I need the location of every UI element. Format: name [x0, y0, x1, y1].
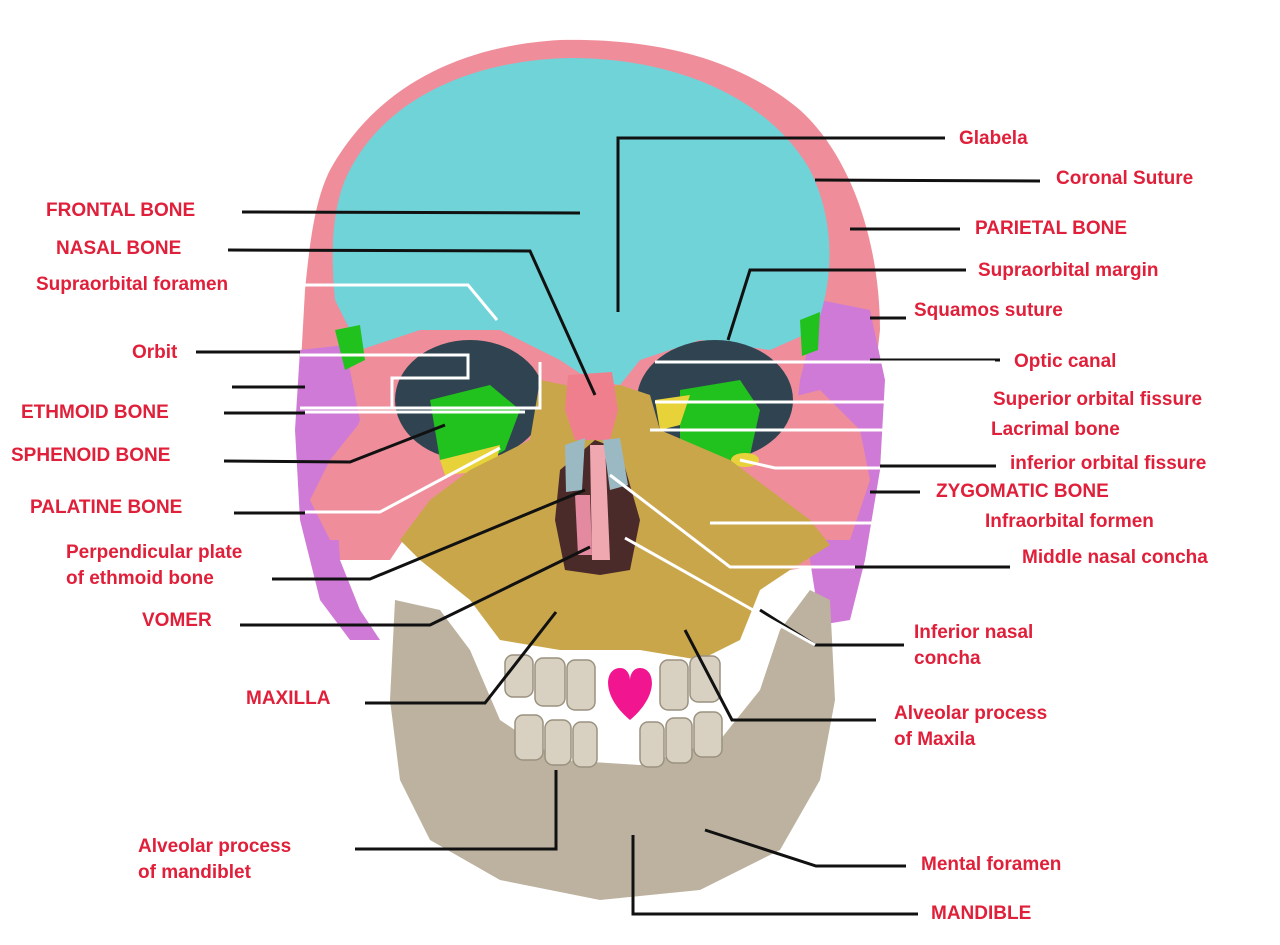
label-optic-canal: Optic canal: [1014, 351, 1117, 372]
label-sphenoid-bone: SPHENOID BONE: [11, 445, 171, 466]
label-frontal-bone: FRONTAL BONE: [46, 200, 196, 221]
teeth: [504, 654, 723, 768]
label-superior-orbital-fissure: Superior orbital fissure: [993, 389, 1203, 410]
label-lacrimal-bone: Lacrimal bone: [991, 419, 1120, 440]
right-sphenoid-green: [800, 312, 820, 356]
heart-icon: [608, 668, 652, 720]
left-sphenoid-green: [335, 325, 365, 370]
label-parietal-bone: PARIETAL BONE: [975, 218, 1128, 239]
label-alveolar-mandible: Alveolar process of mandiblet: [138, 836, 292, 883]
label-middle-nasal-concha: Middle nasal concha: [1022, 547, 1208, 568]
label-supraorbital-margin: Supraorbital margin: [978, 260, 1159, 281]
label-glabela: Glabela: [959, 128, 1028, 149]
label-inferior-orbital-fissure: inferior orbital fissure: [1010, 453, 1207, 474]
mandible-region: [390, 590, 835, 900]
vomer-pink: [575, 495, 592, 555]
label-nasal-bone: NASAL BONE: [56, 238, 182, 259]
label-perpendicular-plate: Perpendicular plate of ethmoid bone: [66, 542, 243, 589]
label-inferior-nasal-concha: Inferior nasal concha: [914, 622, 1034, 669]
left-concha: [565, 438, 585, 492]
leader-lines-light: [293, 283, 995, 647]
temporal-left-region: [295, 345, 380, 640]
label-zygomatic-bone: ZYGOMATIC BONE: [936, 481, 1109, 502]
label-coronal-suture: Coronal Suture: [1056, 168, 1194, 189]
label-palatine-bone: PALATINE BONE: [30, 497, 183, 518]
label-infraorbital-formen: Infraorbital formen: [985, 511, 1154, 532]
frontal-bone-region: [332, 58, 830, 385]
label-squamos-suture: Squamos suture: [914, 300, 1063, 321]
label-maxilla: MAXILLA: [246, 688, 331, 709]
label-ethmoid-bone: ETHMOID BONE: [21, 402, 169, 423]
nasal-bone-region: [565, 372, 618, 440]
label-alveolar-maxila: Alveolar process of Maxila: [894, 703, 1048, 750]
right-concha: [603, 438, 628, 490]
label-vomer: VOMER: [142, 610, 212, 631]
right-yellow-accent: [655, 395, 690, 430]
septum: [590, 445, 610, 560]
label-supraorbital-foramen: Supraorbital foramen: [36, 274, 229, 295]
label-orbit: Orbit: [132, 342, 178, 363]
label-mandible: MANDIBLE: [931, 903, 1032, 924]
label-mental-foramen: Mental foramen: [921, 854, 1062, 875]
